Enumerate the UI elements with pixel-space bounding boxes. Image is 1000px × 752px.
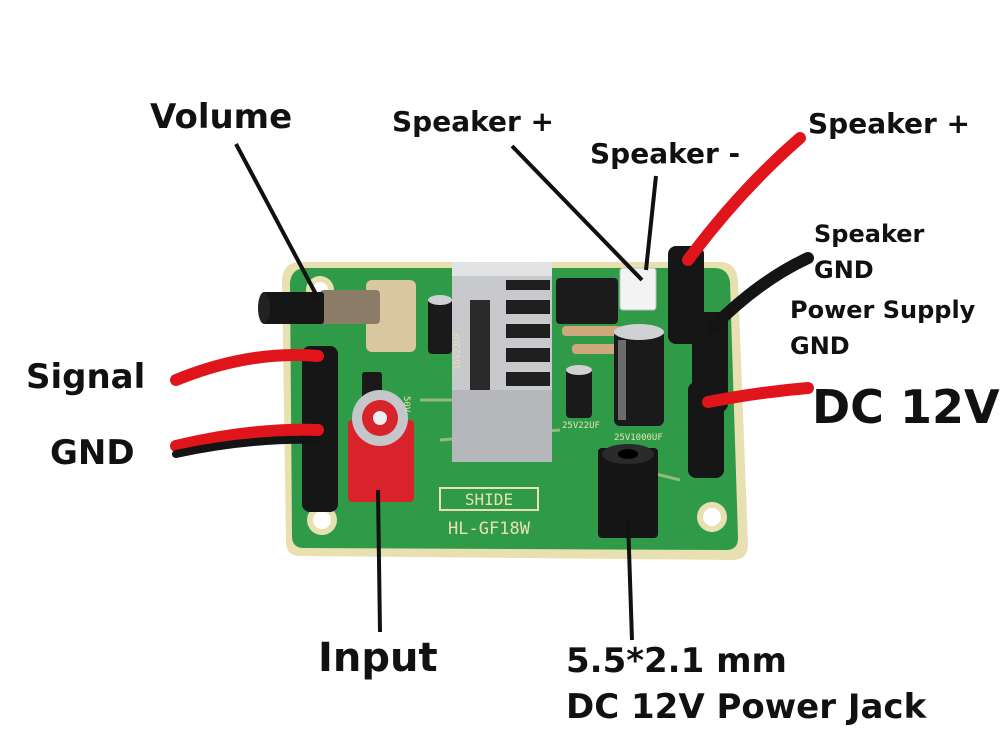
jack-spec-label-line1: 5.5*2.1 mm [566,641,787,681]
cap-side-label: 50V [401,396,411,413]
pcb-logo: SHIDE [465,490,513,509]
pcb-silkscreen: SHIDE HL-GF18W 25V22UF 25V1000UF 16V22UF… [401,332,663,539]
volume-label: Volume [150,97,293,137]
cap-top-label: 16V22UF [453,332,463,370]
resistors [562,326,622,354]
power-gnd-label-line2: GND [790,332,850,360]
power-gnd-label-line1: Power Supply [790,296,976,324]
cap-small-label: 25V22UF [562,421,600,431]
dc-12v-label: DC 12V [812,380,1000,434]
speaker-plus-left-label: Speaker + [392,105,554,138]
callout-lines [234,143,658,641]
signal-label: Signal [26,357,146,397]
pcb-model: HL-GF18W [448,519,531,539]
jack-spec-label-line2: DC 12V Power Jack [566,687,927,727]
volume-potentiometer [258,280,416,352]
speaker-plus-right-label: Speaker + [808,107,970,140]
speaker-gnd-label-line1: Speaker [814,220,925,248]
wires [170,132,814,458]
capacitor-small [566,365,592,418]
speaker-connector [619,267,657,311]
cap-large-label: 25V1000UF [614,433,663,443]
dc-power-jack [598,444,658,538]
input-label: Input [318,635,438,681]
capacitor-large [614,324,664,426]
speaker-gnd-label-line2: GND [814,256,874,284]
capacitor-top [428,295,452,354]
speaker-minus-label: Speaker - [590,137,741,170]
rca-input-jack [348,390,414,502]
heatsink [452,262,552,462]
transistor-chip [556,278,618,324]
gnd-label: GND [50,433,135,473]
